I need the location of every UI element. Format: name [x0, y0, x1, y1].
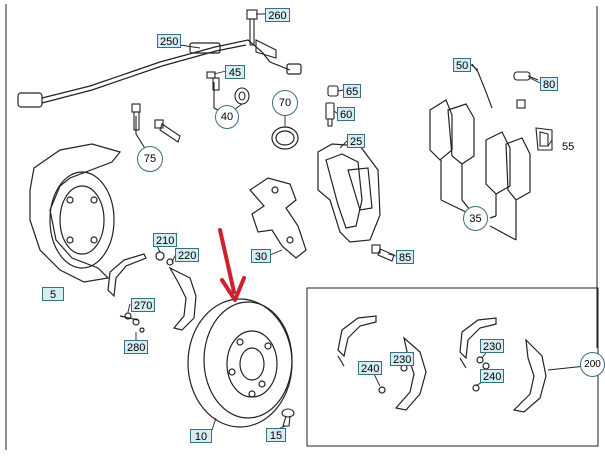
part-label-70: 70 [272, 90, 298, 116]
caliper-bracket-30 [249, 177, 307, 259]
bolt-85 [371, 244, 395, 262]
wear-sensor-parts [471, 63, 553, 151]
part-label-30: 30 [251, 249, 271, 263]
kit-shoes-right [459, 317, 547, 413]
backing-plate-5 [29, 143, 122, 283]
part-label-85: 85 [396, 250, 414, 264]
seal-ring-70 [271, 126, 299, 150]
caliper-25 [317, 143, 381, 243]
bolt-260 [246, 9, 277, 59]
part-label-230-right: 230 [480, 339, 504, 353]
part-label-5: 5 [42, 287, 64, 301]
parking-brake-cable [17, 39, 302, 108]
guide-bolts-75 [131, 103, 181, 151]
shoe-kit-box [306, 287, 599, 447]
part-label-65: 65 [343, 84, 361, 98]
part-label-75: 75 [137, 146, 163, 172]
part-label-60: 60 [337, 107, 355, 121]
screw-15 [281, 408, 295, 427]
part-label-15: 15 [266, 428, 286, 442]
part-label-40: 40 [215, 105, 239, 129]
part-label-200: 200 [580, 352, 605, 377]
part-label-10: 10 [190, 429, 212, 443]
part-label-260: 260 [265, 8, 290, 22]
part-label-250: 250 [157, 34, 181, 48]
part-label-80: 80 [540, 77, 558, 91]
part-label-270: 270 [131, 298, 155, 312]
part-label-55: 55 [562, 141, 575, 153]
part-label-35: 35 [463, 206, 488, 231]
part-label-240-right: 240 [480, 369, 504, 383]
part-label-230-left: 230 [390, 352, 414, 366]
red-arrow [218, 228, 246, 302]
part-label-220: 220 [175, 248, 199, 262]
brake-shoes-left [107, 251, 197, 333]
part-label-25: 25 [347, 134, 365, 148]
brake-disc-10 [187, 298, 293, 428]
part-label-45: 45 [225, 65, 245, 79]
part-label-280: 280 [124, 340, 148, 354]
part-label-240-left: 240 [358, 361, 382, 375]
part-label-50: 50 [453, 58, 471, 72]
part-label-210: 210 [153, 233, 177, 247]
